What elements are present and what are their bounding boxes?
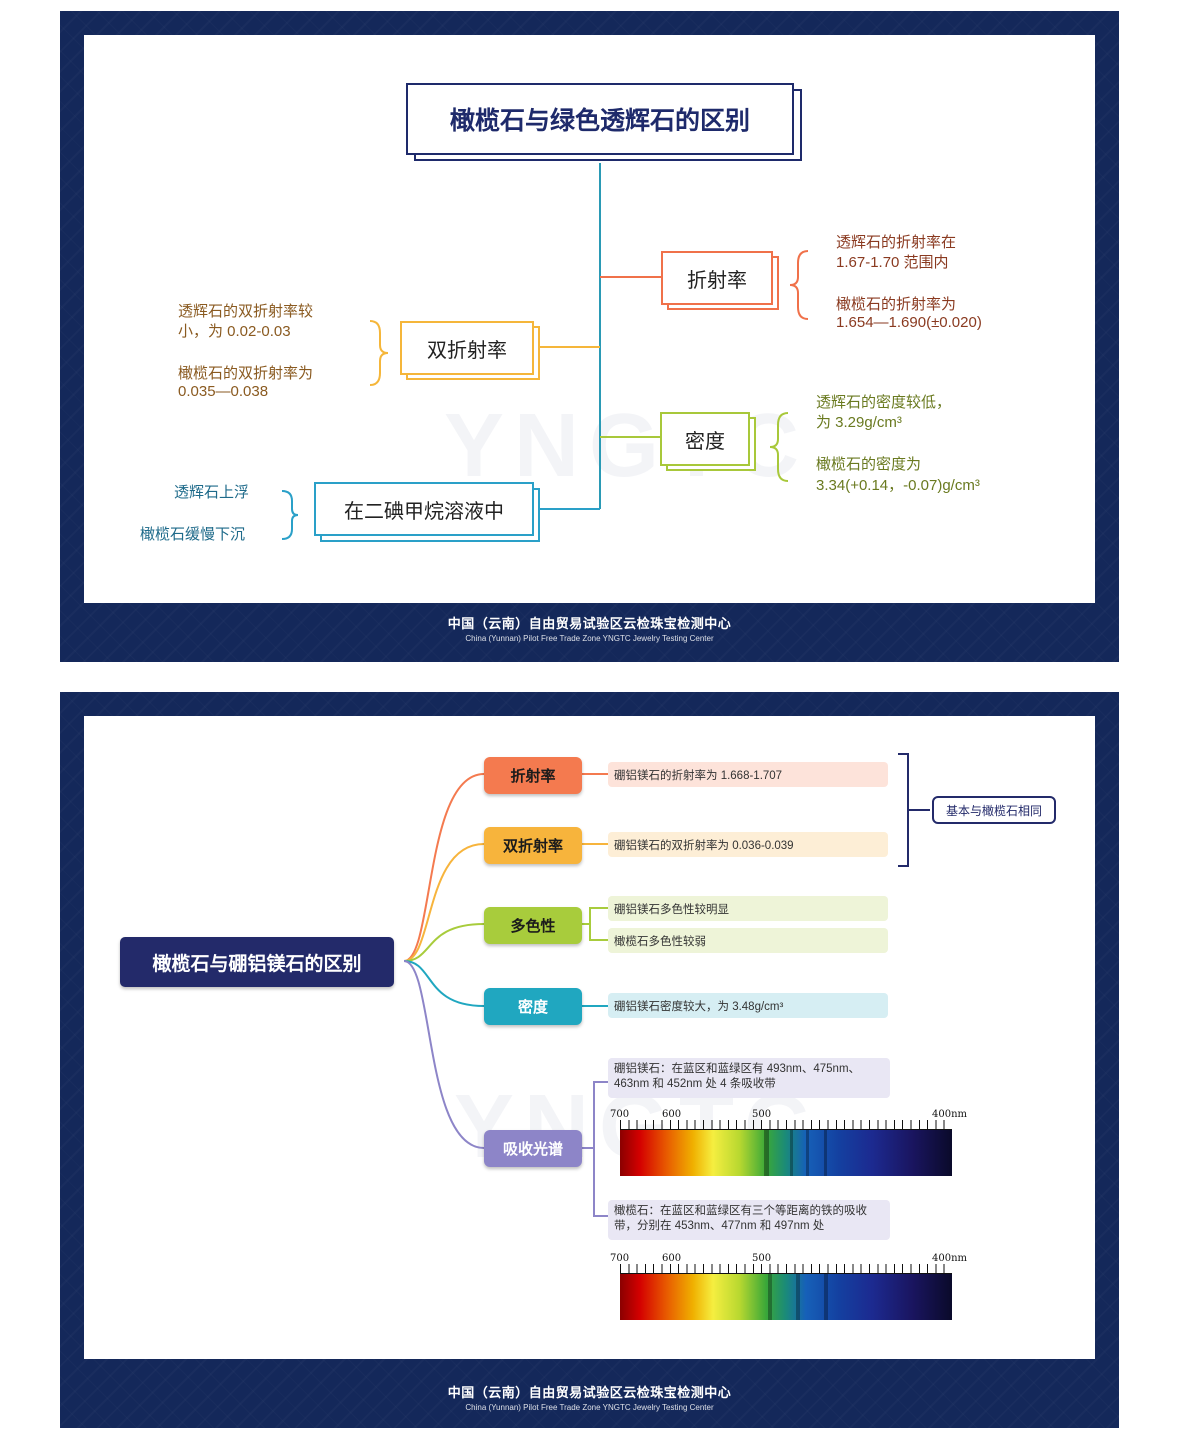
note-solution-olivine: 橄榄石缓慢下沉 <box>140 526 246 543</box>
scale-600: 600 <box>662 1109 682 1120</box>
scale-400: 400nm <box>932 1109 968 1120</box>
note-biref-diopside-1: 透辉石的双折射率较 <box>178 303 314 320</box>
note-density-diopside-2: 为 3.29g/cm³ <box>816 414 902 431</box>
spectrum-ruler <box>620 1120 952 1130</box>
note-refraction-diopside-1: 透辉石的折射率在 <box>836 234 957 251</box>
note-solution-diopside: 透辉石上浮 <box>174 484 250 501</box>
diagram-card: YNGTC 橄榄石与硼铝镁石的区别 折射率 双折射率 多色性 密度 吸收光谱 硼… <box>84 716 1095 1359</box>
diagram-panel-diopside: YNGTC 橄榄石与绿色透辉石的区别 折射率 双折射率 密度 在二碘甲烷溶 <box>60 11 1119 662</box>
branch-birefringence: 双折射率 <box>484 827 582 864</box>
scale-700: 700 <box>610 1253 630 1264</box>
branch-spectrum: 吸收光谱 <box>484 1130 582 1167</box>
note-refraction-olivine-2: 1.654—1.690(±0.020) <box>836 314 982 331</box>
scale-700: 700 <box>610 1109 630 1120</box>
note-density-olivine-2: 3.34(+0.14，-0.07)g/cm³ <box>816 477 980 494</box>
note-refraction-olivine-1: 橄榄石的折射率为 <box>836 296 957 313</box>
footer-cn: 中国（云南）自由贸易试验区云检珠宝检测中心 <box>447 1385 732 1400</box>
note-refraction-diopside-2: 1.67-1.70 范围内 <box>836 254 949 271</box>
node-birefringence: 双折射率 <box>400 321 534 375</box>
scale-500: 500 <box>752 1253 772 1264</box>
note-pleochroism-sinhalite: 硼铝镁石多色性较明显 <box>608 896 888 921</box>
node-density: 密度 <box>660 412 750 466</box>
footer: 中国（云南）自由贸易试验区云检珠宝检测中心 China (Yunnan) Pil… <box>60 1382 1119 1412</box>
scale-500: 500 <box>752 1109 772 1120</box>
footer-en: China (Yunnan) Pilot Free Trade Zone YNG… <box>465 1403 714 1412</box>
note-density: 硼铝镁石密度较大，为 3.48g/cm³ <box>608 993 888 1018</box>
note-biref-olivine-1: 橄榄石的双折射率为 <box>178 365 314 382</box>
branch-pleochroism: 多色性 <box>484 907 582 944</box>
footer-en: China (Yunnan) Pilot Free Trade Zone YNG… <box>465 634 714 643</box>
footer-cn: 中国（云南）自由贸易试验区云检珠宝检测中心 <box>447 616 732 631</box>
footer: 中国（云南）自由贸易试验区云检珠宝检测中心 China (Yunnan) Pil… <box>60 613 1119 643</box>
note-biref-olivine-2: 0.035—0.038 <box>178 383 269 400</box>
note-pleochroism-olivine: 橄榄石多色性较弱 <box>608 928 888 953</box>
note-spectrum-olivine: 橄榄石：在蓝区和蓝绿区有三个等距离的铁的吸收带，分别在 453nm、477nm … <box>608 1200 890 1240</box>
note-refraction: 硼铝镁石的折射率为 1.668-1.707 <box>608 762 888 787</box>
branch-refraction: 折射率 <box>484 757 582 794</box>
spectrum-sinhalite <box>620 1130 952 1176</box>
connector-lines <box>281 163 809 540</box>
note-same-as-olivine: 基本与橄榄石相同 <box>932 796 1056 824</box>
note-density-olivine-1: 橄榄石的密度为 <box>816 456 922 473</box>
note-density-diopside-1: 透辉石的密度较低， <box>816 394 952 411</box>
page-title: 橄榄石与绿色透辉石的区别 <box>406 83 794 155</box>
mindmap-branches <box>403 753 930 1217</box>
diagram-panel-sinhalite: YNGTC 橄榄石与硼铝镁石的区别 折射率 双折射率 多色性 密度 吸收光谱 硼… <box>60 692 1119 1428</box>
spectrum-ruler <box>620 1264 952 1274</box>
node-solution: 在二碘甲烷溶液中 <box>314 482 534 536</box>
note-spectrum-sinhalite: 硼铝镁石：在蓝区和蓝绿区有 493nm、475nm、463nm 和 452nm … <box>608 1058 890 1098</box>
note-biref-diopside-2: 小，为 0.02-0.03 <box>178 323 291 340</box>
scale-600: 600 <box>662 1253 682 1264</box>
note-birefringence: 硼铝镁石的双折射率为 0.036-0.039 <box>608 832 888 857</box>
diagram-card: YNGTC 橄榄石与绿色透辉石的区别 折射率 双折射率 密度 在二碘甲烷溶 <box>84 35 1095 603</box>
mindmap-root-title: 橄榄石与硼铝镁石的区别 <box>120 937 394 987</box>
spectrum-olivine <box>620 1274 952 1320</box>
scale-400: 400nm <box>932 1253 968 1264</box>
branch-density: 密度 <box>484 988 582 1025</box>
node-refraction: 折射率 <box>661 251 773 305</box>
